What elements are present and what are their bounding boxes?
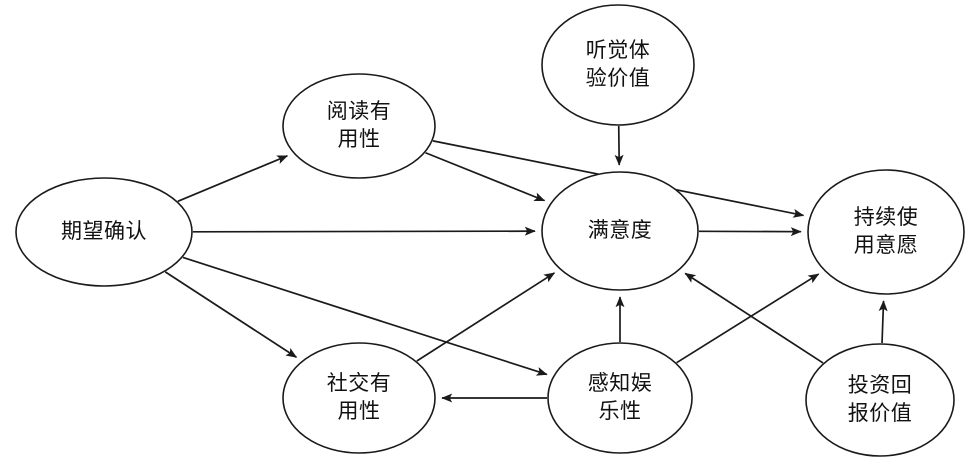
node-label-satisfaction: 满意度 [588, 218, 653, 242]
node-shape-auditory_experience_value [541, 4, 695, 126]
node-label-reading_usefulness: 阅读有 [327, 99, 392, 123]
node-shape-expectation_confirmation [15, 177, 193, 287]
node-label-social_usefulness: 用性 [338, 399, 381, 423]
node-shape-satisfaction [541, 171, 699, 291]
node-label-continuance_intention: 持续使 [854, 205, 919, 229]
node-label-expectation_confirmation: 期望确认 [61, 219, 147, 243]
node-label-perceived_enjoyment: 感知娱 [588, 371, 653, 395]
edge-social_usefulness-to-satisfaction [416, 272, 556, 362]
node-shape-social_usefulness [282, 342, 436, 454]
node-label-auditory_experience_value: 听觉体 [586, 38, 651, 62]
edge-expectation_confirmation-to-perceived_enjoyment [182, 256, 548, 376]
node-label-perceived_enjoyment: 乐性 [599, 399, 642, 423]
node-expectation_confirmation[interactable]: 期望确认 [15, 177, 193, 287]
node-satisfaction[interactable]: 满意度 [541, 171, 699, 291]
edge-investment_return_value-to-satisfaction [684, 272, 824, 364]
edge-expectation_confirmation-to-social_usefulness [164, 271, 298, 358]
edge-perceived_enjoyment-to-continuance_intention [676, 273, 820, 364]
node-shape-investment_return_value [805, 343, 955, 457]
node-label-continuance_intention: 用意愿 [854, 233, 919, 257]
node-label-investment_return_value: 报价值 [848, 401, 913, 425]
edge-investment_return_value-to-continuance_intention [878, 300, 888, 344]
edge-layer [164, 125, 888, 403]
node-label-investment_return_value: 投资回 [848, 373, 913, 397]
node-label-reading_usefulness: 用性 [338, 127, 381, 151]
node-label-auditory_experience_value: 验价值 [586, 66, 651, 90]
edge-reading_usefulness-to-satisfaction [425, 151, 546, 202]
edge-expectation_confirmation-to-reading_usefulness [177, 154, 289, 203]
edge-expectation_confirmation-to-satisfaction [192, 226, 536, 236]
node-label-social_usefulness: 社交有 [327, 371, 392, 395]
node-shape-continuance_intention [807, 169, 965, 295]
node-shape-perceived_enjoyment [547, 342, 693, 454]
node-shape-reading_usefulness [282, 73, 436, 179]
